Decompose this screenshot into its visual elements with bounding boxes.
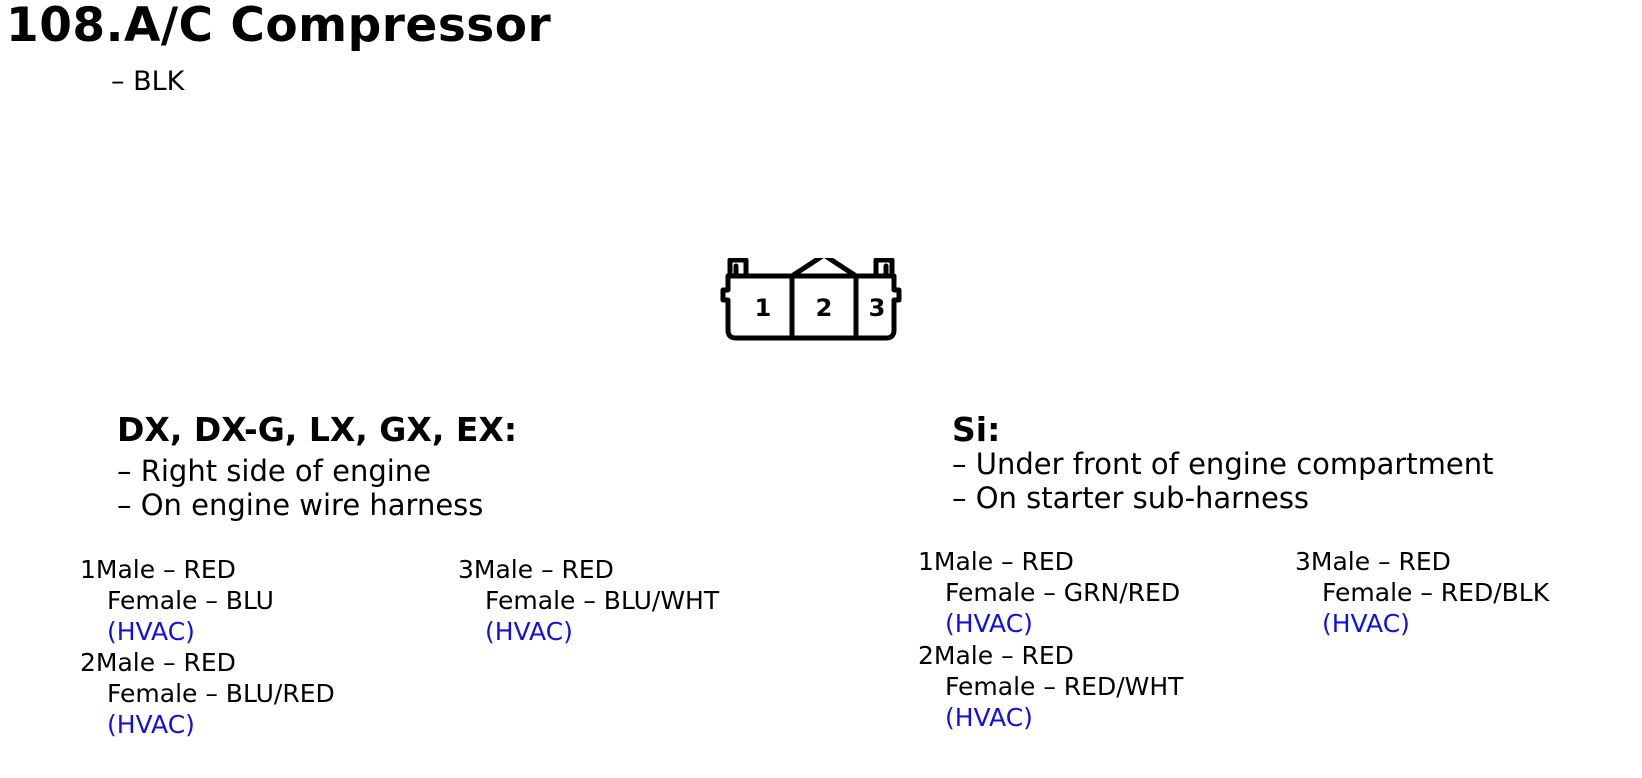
hvac-link[interactable]: (HVAC) (485, 617, 573, 646)
female-wire: Female – RED/WHT (945, 672, 1184, 701)
pin-number: 3 (1295, 547, 1311, 576)
pin-3-label: 3 (869, 294, 886, 322)
pin-entry-1: 1Male – RED Female – BLU (HVAC) (80, 554, 274, 647)
pin-number: 2 (918, 641, 934, 670)
pin-entry-2: 2Male – RED Female – RED/WHT (HVAC) (918, 640, 1183, 733)
pin-entry-3: 3Male – RED Female – RED/BLK (HVAC) (1295, 546, 1549, 639)
location-list: – Right side of engine – On engine wire … (117, 454, 483, 522)
female-wire: Female – BLU (107, 586, 274, 615)
section-title: Si: (952, 410, 1001, 449)
connector-face-icon: 1 2 3 (720, 258, 902, 341)
location-list: – Under front of engine compartment – On… (952, 447, 1493, 515)
hvac-link[interactable]: (HVAC) (945, 609, 1033, 638)
pin-entry-3: 3Male – RED Female – BLU/WHT (HVAC) (458, 554, 719, 647)
connector-color: – BLK (111, 66, 185, 97)
pin-number: 1 (80, 555, 96, 584)
female-wire: Female – GRN/RED (945, 578, 1181, 607)
male-wire: Male – RED (473, 555, 614, 584)
male-wire: Male – RED (95, 648, 236, 677)
female-wire: Female – RED/BLK (1322, 578, 1550, 607)
male-wire: Male – RED (933, 547, 1074, 576)
location-line: – Under front of engine compartment (952, 447, 1494, 481)
female-wire: Female – BLU/RED (107, 679, 335, 708)
location-line: – On starter sub-harness (952, 481, 1310, 515)
pin-number: 3 (458, 555, 474, 584)
hvac-link[interactable]: (HVAC) (107, 710, 195, 739)
pin-number: 1 (918, 547, 934, 576)
pin-number: 2 (80, 648, 96, 677)
male-wire: Male – RED (1310, 547, 1451, 576)
location-line: – Right side of engine (117, 454, 432, 488)
pin-1-label: 1 (755, 294, 772, 322)
hvac-link[interactable]: (HVAC) (1322, 609, 1410, 638)
hvac-link[interactable]: (HVAC) (945, 703, 1033, 732)
pin-2-label: 2 (816, 294, 833, 322)
pin-entry-1: 1Male – RED Female – GRN/RED (HVAC) (918, 546, 1180, 639)
page-title: 108.A/C Compressor (6, 0, 552, 53)
female-wire: Female – BLU/WHT (485, 586, 720, 615)
male-wire: Male – RED (95, 555, 236, 584)
pin-entry-2: 2Male – RED Female – BLU/RED (HVAC) (80, 647, 335, 740)
connector-diagram: 1 2 3 (718, 258, 918, 358)
hvac-link[interactable]: (HVAC) (107, 617, 195, 646)
section-title: DX, DX-G, LX, GX, EX: (117, 410, 518, 449)
male-wire: Male – RED (933, 641, 1074, 670)
location-line: – On engine wire harness (117, 488, 484, 522)
